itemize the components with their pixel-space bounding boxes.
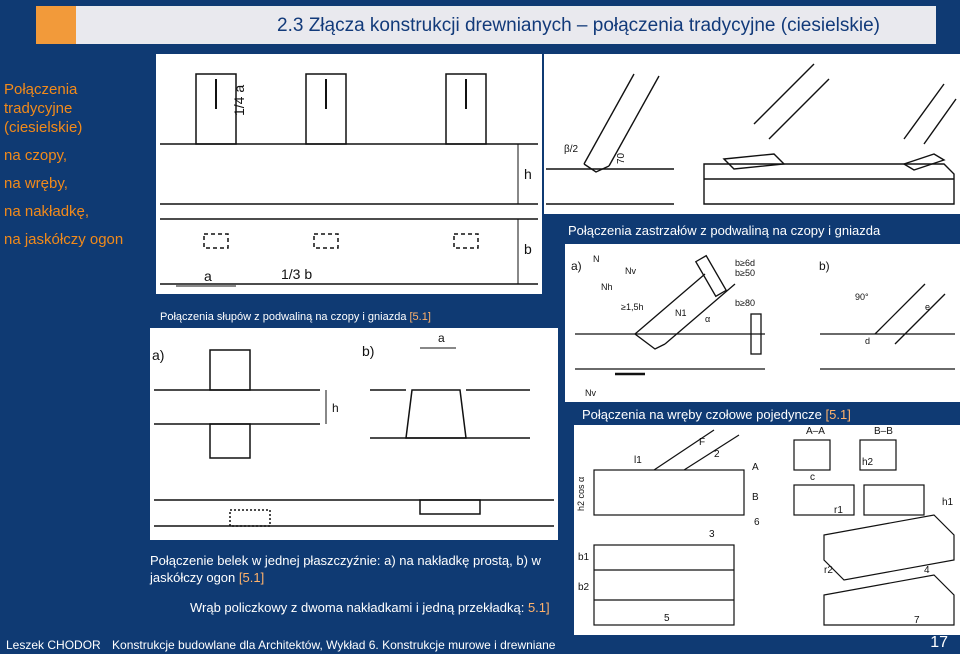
caption-zastrzaly: Połączenia zastrzałów z podwaliną na czo… bbox=[568, 223, 881, 238]
label-b80: b≥80 bbox=[735, 298, 755, 308]
label-d: d bbox=[865, 336, 870, 346]
label-h2cos: h2 cos α bbox=[576, 477, 586, 511]
figure-zastrzaly: 70 β/2 bbox=[544, 54, 960, 214]
figure-wrab-drawing: l1 A–A B–B 2 h2 cos α A B F 6 3 4 5 7 r1… bbox=[576, 426, 955, 626]
caption-slupy: Połączenia słupów z podwaliną na czopy i… bbox=[160, 311, 431, 323]
label-n1: N1 bbox=[675, 308, 687, 318]
figure-zastrzaly-drawing: 70 β/2 bbox=[546, 63, 957, 205]
label-num3: 3 bbox=[709, 529, 715, 540]
label-a-paren: a) bbox=[152, 347, 164, 363]
caption-belki: Połączenie belek w jednej płaszczyźnie: … bbox=[150, 553, 541, 585]
label-quarter-a: 1/4 a bbox=[231, 85, 247, 116]
label-r2: r2 bbox=[824, 565, 833, 576]
figure-slupy-drawing: 1/4 a 1/3 b a h b bbox=[160, 73, 538, 287]
label-nv-bottom: Nv bbox=[585, 388, 596, 398]
title-bar bbox=[36, 6, 936, 44]
label-A: A bbox=[752, 462, 759, 473]
label-n: N bbox=[593, 254, 600, 264]
label-b-paren: b) bbox=[362, 343, 374, 359]
label-b50: b≥50 bbox=[735, 268, 755, 278]
label-h: h bbox=[524, 166, 532, 182]
side-menu: Połączenia tradycyjne (ciesielskie) na c… bbox=[4, 80, 134, 258]
label-r1: r1 bbox=[834, 505, 843, 516]
side-menu-item-czopy[interactable]: na czopy, bbox=[4, 147, 68, 164]
footer-author: Leszek CHODOR bbox=[6, 638, 101, 652]
label-c: c bbox=[810, 472, 815, 483]
label-num4: 4 bbox=[924, 565, 930, 576]
label-F: F bbox=[699, 437, 705, 448]
figure-belki: a) b) h a bbox=[150, 328, 558, 540]
caption-wrab: Wrąb policzkowy z dwoma nakładkami i jed… bbox=[190, 600, 550, 615]
side-menu-item-polaczenia[interactable]: Połączenia tradycyjne (ciesielskie) bbox=[4, 81, 83, 136]
title-accent bbox=[36, 6, 76, 44]
label-num7: 7 bbox=[914, 615, 920, 626]
label-b1: b1 bbox=[578, 552, 590, 563]
footer-course: Konstrukcje budowlane dla Architektów, W… bbox=[112, 638, 556, 652]
label-num6: 6 bbox=[754, 517, 760, 528]
slide-title: 2.3 Złącza konstrukcji drewnianych – poł… bbox=[277, 15, 880, 36]
side-menu-item-nakladke[interactable]: na nakładkę, bbox=[4, 203, 90, 220]
caption-wreby: Połączenia na wręby czołowe pojedyncze [… bbox=[582, 407, 851, 422]
label-b: b bbox=[524, 241, 532, 257]
label-h-belki: h bbox=[332, 401, 339, 415]
label-beta2: β/2 bbox=[564, 144, 579, 155]
label-third-b: 1/3 b bbox=[281, 266, 312, 282]
label-num5: 5 bbox=[664, 613, 670, 624]
side-menu-item-wreby[interactable]: na wręby, bbox=[4, 175, 68, 192]
label-seventy: 70 bbox=[616, 152, 627, 164]
label-nh: Nh bbox=[601, 282, 613, 292]
label-aa: A–A bbox=[806, 426, 825, 437]
figure-slupy: 1/4 a 1/3 b a h b bbox=[156, 54, 542, 294]
label-l1: l1 bbox=[634, 455, 642, 466]
label-bb: B–B bbox=[874, 426, 893, 437]
label-alpha: α bbox=[705, 314, 710, 324]
label-h1: h1 bbox=[942, 497, 954, 508]
label-nv: Nv bbox=[625, 266, 636, 276]
label-ninety: 90° bbox=[855, 292, 869, 302]
side-menu-item-jaskolczy[interactable]: na jaskółczy ogon bbox=[4, 231, 124, 248]
label-h2: h2 bbox=[862, 457, 874, 468]
label-h15: ≥1,5h bbox=[621, 302, 643, 312]
label-a-paren-wreby: a) bbox=[571, 259, 582, 273]
figure-belki-drawing: a) b) h a bbox=[152, 331, 554, 527]
figure-wreby: a) b) N Nv Nh b≥6d b≥50 b≥80 90° ≥1,5h N… bbox=[565, 244, 960, 402]
figure-wrab: l1 A–A B–B 2 h2 cos α A B F 6 3 4 5 7 r1… bbox=[574, 425, 960, 635]
label-B: B bbox=[752, 492, 759, 503]
page-number: 17 bbox=[930, 634, 948, 651]
label-a-belki: a bbox=[438, 331, 445, 345]
label-e: e bbox=[925, 302, 930, 312]
label-a: a bbox=[204, 268, 212, 284]
label-b-paren-wreby: b) bbox=[819, 259, 830, 273]
label-b6d: b≥6d bbox=[735, 258, 755, 268]
figure-wreby-drawing: a) b) N Nv Nh b≥6d b≥50 b≥80 90° ≥1,5h N… bbox=[571, 254, 955, 398]
footer: Leszek CHODOR Konstrukcje budowlane dla … bbox=[6, 638, 555, 652]
label-num2: 2 bbox=[714, 449, 720, 460]
label-b2: b2 bbox=[578, 582, 590, 593]
